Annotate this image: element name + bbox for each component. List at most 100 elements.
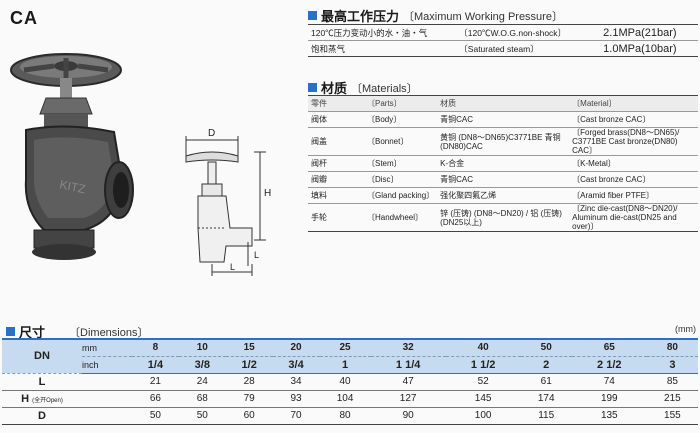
dim-cell: 100 [445,407,521,425]
pressure-section-title: 最高工作压力 Maximum Working Pressure [308,6,563,25]
dim-cell: 85 [646,373,698,391]
row-label: D [2,407,82,425]
material-cn: K-合金 [437,155,570,172]
dimensions-title-en: Dimensions [69,324,148,340]
materials-header-row: 零件 Parts 材质 Material [308,95,698,112]
unit-note: (mm) [675,324,696,334]
materials-table: 零件 Parts 材质 Material 阀体 Body 青铜CAC Cast … [308,95,698,232]
part-en: Stem [367,159,402,168]
pressure-cond-en: Saturated steam [459,44,538,54]
part-en: Body [367,115,401,124]
dim-cell: 61 [520,373,572,391]
dn-inch-cell: 3 [646,356,698,374]
dn-inch-cell: 1 1/2 [445,356,521,374]
dim-cell: 80 [319,407,371,425]
part-cn: 阀盖 [308,127,364,156]
dn-mm-cell: 40 [445,338,521,357]
pressure-cond-cn: 120℃压力变动小的水・油・气 [308,24,457,41]
row-note: (全开Open) [32,397,63,404]
dn-mm-cell: 50 [520,338,572,357]
material-en: Aramid fiber PTFE [572,191,654,200]
dn-inch-cell: 1/4 [132,356,179,374]
dim-cell: 127 [370,390,446,408]
material-cn: 青铜CAC [437,111,570,128]
dim-cell: 115 [520,407,572,425]
dim-cell: 145 [445,390,521,408]
dn-mm-cell: 15 [225,338,273,357]
pressure-title-en: Maximum Working Pressure [403,8,563,24]
dims-row-h: H (全开Open) 66 68 79 93 104 127 145 174 1… [2,390,698,408]
materials-title-cn: 材质 [321,81,348,96]
materials-row: 手轮 Handwheel 锌 (压铸) (DN8～DN20) / 铝 (压铸) … [308,203,698,232]
dim-cell: 215 [646,390,698,408]
dim-cell: 79 [225,390,273,408]
dim-cell: 50 [178,407,226,425]
dn-label: DN [2,338,82,374]
header-mat-en: Material [572,99,616,108]
part-en: Bonnet [367,137,408,146]
dim-cell: 135 [571,407,647,425]
pressure-value: 1.0MPa(10bar) [593,40,698,57]
materials-section-title: 材质 Materials [308,78,418,97]
dim-cell: 21 [132,373,179,391]
material-en: Cast bronze CAC [572,115,650,124]
row-label: L [2,373,82,391]
drawing-label-l-side: L [254,250,259,260]
dimensions-title-cn: 尺寸 [19,325,46,340]
dim-cell: 40 [319,373,371,391]
material-cn: 青铜CAC [437,171,570,188]
part-cn: 阀瓣 [308,171,364,188]
dim-cell: 93 [272,390,320,408]
pressure-row: 120℃压力变动小的水・油・气 120℃W.O.G.non-shock 2.1M… [308,24,698,41]
dim-cell: 90 [370,407,446,425]
dim-cell: 66 [132,390,179,408]
dimensions-section-title: 尺寸 Dimensions [6,322,148,341]
section-marker-icon [308,11,317,20]
dimension-drawing: D H L L [185,128,271,276]
dn-inch-cell: 2 [520,356,572,374]
material-en: K-Metal [572,159,616,168]
pressure-row: 饱和蒸气 Saturated steam 1.0MPa(10bar) [308,40,698,57]
dn-mm-cell: 10 [178,338,226,357]
part-cn: 阀杆 [308,155,364,172]
dim-cell: 70 [272,407,320,425]
dn-mm-cell: 25 [319,338,371,357]
header-part-cn: 零件 [308,95,364,112]
dim-cell: 174 [520,390,572,408]
part-cn: 阀体 [308,111,364,128]
dim-cell: 50 [132,407,179,425]
dn-mm-cell: 32 [370,338,446,357]
header-mat-cn: 材质 [437,95,570,112]
pressure-cond-en: 120℃W.O.G.non-shock [459,28,566,38]
material-en: Forged brass(DN8～DN65)/ C3771BE Cast bro… [572,128,679,155]
material-cn: 强化聚四氟乙烯 [437,187,570,204]
dims-mm-row: DN mm 8 10 15 20 25 32 40 50 65 80 [2,338,698,374]
pressure-value: 2.1MPa(21bar) [593,24,698,41]
dim-cell: 24 [178,373,226,391]
dim-cell: 60 [225,407,273,425]
dim-cell: 52 [445,373,521,391]
mm-label: mm [82,338,132,357]
dn-inch-cell: 3/8 [178,356,226,374]
section-marker-icon [6,327,15,336]
dim-cell: 104 [319,390,371,408]
pressure-table: 120℃压力变动小的水・油・气 120℃W.O.G.non-shock 2.1M… [308,24,698,57]
dim-cell: 28 [225,373,273,391]
dn-inch-cell: 1 [319,356,371,374]
part-cn: 手轮 [308,203,364,232]
material-en: Zinc die-cast(DN8～DN20)/ Aluminum die-ca… [572,204,677,231]
dn-mm-cell: 80 [646,338,698,357]
materials-row: 阀瓣 Disc 青铜CAC Cast bronze CAC [308,171,698,188]
materials-row: 阀盖 Bonnet 黄铜 (DN8～DN65)C3771BE 青铜 (DN80)… [308,127,698,156]
dn-mm-cell: 8 [132,338,179,357]
materials-row: 阀体 Body 青铜CAC Cast bronze CAC [308,111,698,128]
dim-cell: 34 [272,373,320,391]
valve-photo: KITZ [10,53,134,260]
pressure-cond-cn: 饱和蒸气 [308,40,457,57]
dims-row-d: D 50 50 60 70 80 90 100 115 135 155 [2,407,698,425]
material-cn: 锌 (压铸) (DN8～DN20) / 铝 (压铸) (DN25以上) [437,203,570,232]
dn-inch-cell: 1/2 [225,356,273,374]
drawing-label-d: D [208,128,215,139]
row-label: H [21,392,30,405]
materials-title-en: Materials [351,80,418,96]
